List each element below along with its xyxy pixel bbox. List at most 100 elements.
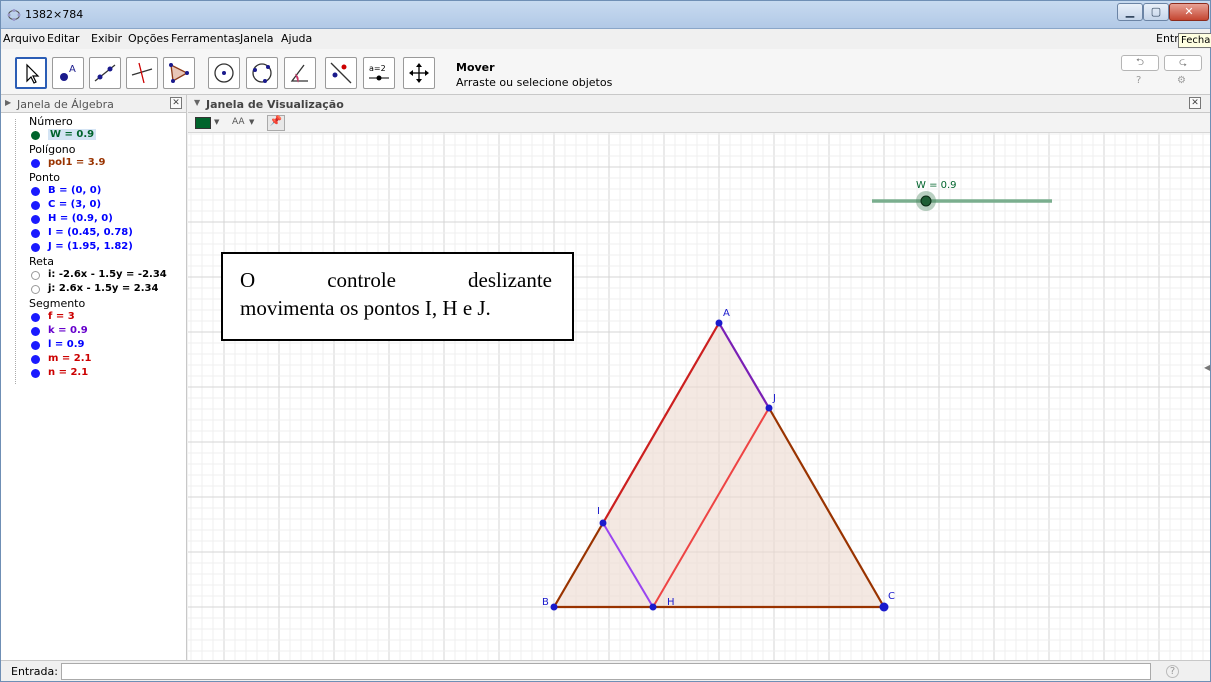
undo-button[interactable]: ⮌ (1121, 55, 1159, 71)
item-dot-k[interactable] (31, 327, 40, 336)
slider-knob[interactable] (920, 195, 932, 207)
menu-arquivo[interactable]: Arquivo (3, 32, 46, 45)
svg-text:a=2: a=2 (369, 64, 386, 73)
graphics-canvas[interactable]: A B C H I J W = 0.9 ◀ (188, 133, 1210, 660)
triangle-ABC[interactable] (554, 323, 884, 607)
input-help-icon[interactable]: ? (1166, 665, 1179, 678)
close-tooltip: Fechar (1178, 33, 1211, 48)
annotation-textbox[interactable]: O controle deslizante movimenta os ponto… (221, 252, 574, 341)
segment-BI[interactable] (553, 522, 604, 608)
pin-icon[interactable]: 📌 (267, 115, 285, 131)
segment-JC[interactable] (768, 407, 885, 608)
menu-bar: Arquivo Editar Exibir Opções Ferramentas… (1, 29, 1210, 49)
collapse-triangle-icon[interactable]: ▶ (5, 98, 12, 107)
chevron-down-icon[interactable]: ▼ (249, 118, 255, 126)
category-numero[interactable]: Número (29, 115, 73, 128)
point-B[interactable] (550, 603, 558, 611)
item-dot-i[interactable] (31, 271, 40, 280)
category-reta[interactable]: Reta (29, 255, 54, 268)
circle-three-points-tool-button[interactable] (246, 57, 278, 89)
item-seg-f[interactable]: f = 3 (48, 311, 75, 322)
item-dot-m[interactable] (31, 355, 40, 364)
redo-button[interactable]: ⮎ (1164, 55, 1202, 71)
item-seg-m[interactable]: m = 2.1 (48, 353, 92, 364)
maximize-button[interactable]: ▢ (1143, 3, 1169, 21)
category-ponto[interactable]: Ponto (29, 171, 60, 184)
slider-icon: a=2 (369, 64, 389, 81)
item-seg-l[interactable]: l = 0.9 (48, 339, 85, 350)
tree-lines (15, 119, 16, 384)
item-point-C[interactable]: C = (3, 0) (48, 199, 102, 210)
item-dot-I[interactable] (31, 229, 40, 238)
item-seg-n[interactable]: n = 2.1 (48, 367, 89, 378)
text-style-button[interactable]: AA (232, 117, 245, 127)
item-dot-f[interactable] (31, 313, 40, 322)
item-line-j[interactable]: j: 2.6x - 1.5y = 2.34 (48, 283, 159, 294)
perpendicular-tool-button[interactable] (126, 57, 158, 89)
close-graphics-view-icon[interactable]: ✕ (1189, 97, 1201, 109)
item-dot-j[interactable] (31, 285, 40, 294)
menu-exibir[interactable]: Exibir (91, 32, 123, 45)
menu-janela[interactable]: Janela (240, 32, 274, 45)
label-I: I (597, 506, 600, 517)
close-button[interactable]: ✕ (1169, 3, 1209, 21)
point-I[interactable] (599, 519, 607, 527)
item-dot-pol1[interactable] (31, 159, 40, 168)
item-point-I[interactable]: I = (0.45, 0.78) (48, 227, 133, 238)
category-poligono[interactable]: Polígono (29, 143, 76, 156)
window-title: 1382×784 (25, 8, 84, 21)
line-tool-button[interactable] (89, 57, 121, 89)
label-B: B (542, 597, 549, 608)
category-segmento[interactable]: Segmento (29, 297, 86, 310)
point-tool-button[interactable]: A (52, 57, 84, 89)
input-field[interactable] (61, 663, 1151, 680)
segment-IA[interactable] (602, 322, 720, 524)
item-dot-w[interactable] (31, 131, 40, 140)
item-dot-l[interactable] (31, 341, 40, 350)
gear-icon[interactable]: ⚙ (1177, 75, 1186, 86)
move-view-tool-button[interactable] (403, 57, 435, 89)
circle-tool-button[interactable] (208, 57, 240, 89)
item-point-H[interactable]: H = (0.9, 0) (48, 213, 113, 224)
item-dot-H[interactable] (31, 215, 40, 224)
item-seg-k[interactable]: k = 0.9 (48, 325, 88, 336)
item-dot-C[interactable] (31, 201, 40, 210)
menu-opcoes[interactable]: Opções (128, 32, 169, 45)
input-bar: Entrada: ? (1, 660, 1210, 681)
item-w[interactable]: W = 0.9 (48, 129, 97, 140)
item-point-B[interactable]: B = (0, 0) (48, 185, 102, 196)
menu-ajuda[interactable]: Ajuda (281, 32, 313, 45)
menu-entrada-partial[interactable]: Entr (1156, 32, 1179, 45)
item-point-J[interactable]: J = (1.95, 1.82) (48, 241, 133, 252)
slider-tool-button[interactable]: a=2 (363, 57, 395, 89)
item-dot-J[interactable] (31, 243, 40, 252)
close-algebra-view-icon[interactable]: ✕ (170, 97, 182, 109)
cursor-arrow-icon (26, 63, 40, 84)
reflect-tool-button[interactable] (325, 57, 357, 89)
menu-editar[interactable]: Editar (47, 32, 80, 45)
minimize-button[interactable]: ▁ (1117, 3, 1143, 21)
point-J[interactable] (765, 404, 773, 412)
segment-l-IH[interactable] (602, 522, 654, 608)
color-swatch-button[interactable] (195, 117, 211, 129)
item-pol1[interactable]: pol1 = 3.9 (48, 157, 106, 168)
angle-tool-button[interactable] (284, 57, 316, 89)
point-C[interactable] (879, 602, 889, 612)
segment-k-AJ[interactable] (718, 322, 770, 409)
item-dot-n[interactable] (31, 369, 40, 378)
geometry-drawing[interactable]: A B C H I J W = 0.9 (188, 133, 1210, 660)
side-arrow-icon[interactable]: ◀ (1204, 363, 1211, 372)
point-H[interactable] (649, 603, 657, 611)
menu-ferramentas[interactable]: Ferramentas (171, 32, 241, 45)
polygon-icon (169, 63, 189, 83)
item-dot-B[interactable] (31, 187, 40, 196)
item-line-i[interactable]: i: -2.6x - 1.5y = -2.34 (48, 269, 167, 280)
point-A[interactable] (715, 319, 723, 327)
dropdown-triangle-icon[interactable]: ▼ (194, 98, 201, 107)
polygon-tool-button[interactable] (163, 57, 195, 89)
graphics-view-header: ▼ Janela de Visualização ✕ (188, 95, 1210, 113)
help-icon[interactable]: ? (1136, 75, 1142, 86)
chevron-down-icon[interactable]: ▼ (214, 118, 220, 126)
segment-m-HJ[interactable] (652, 407, 770, 608)
move-tool-button[interactable] (15, 57, 47, 89)
